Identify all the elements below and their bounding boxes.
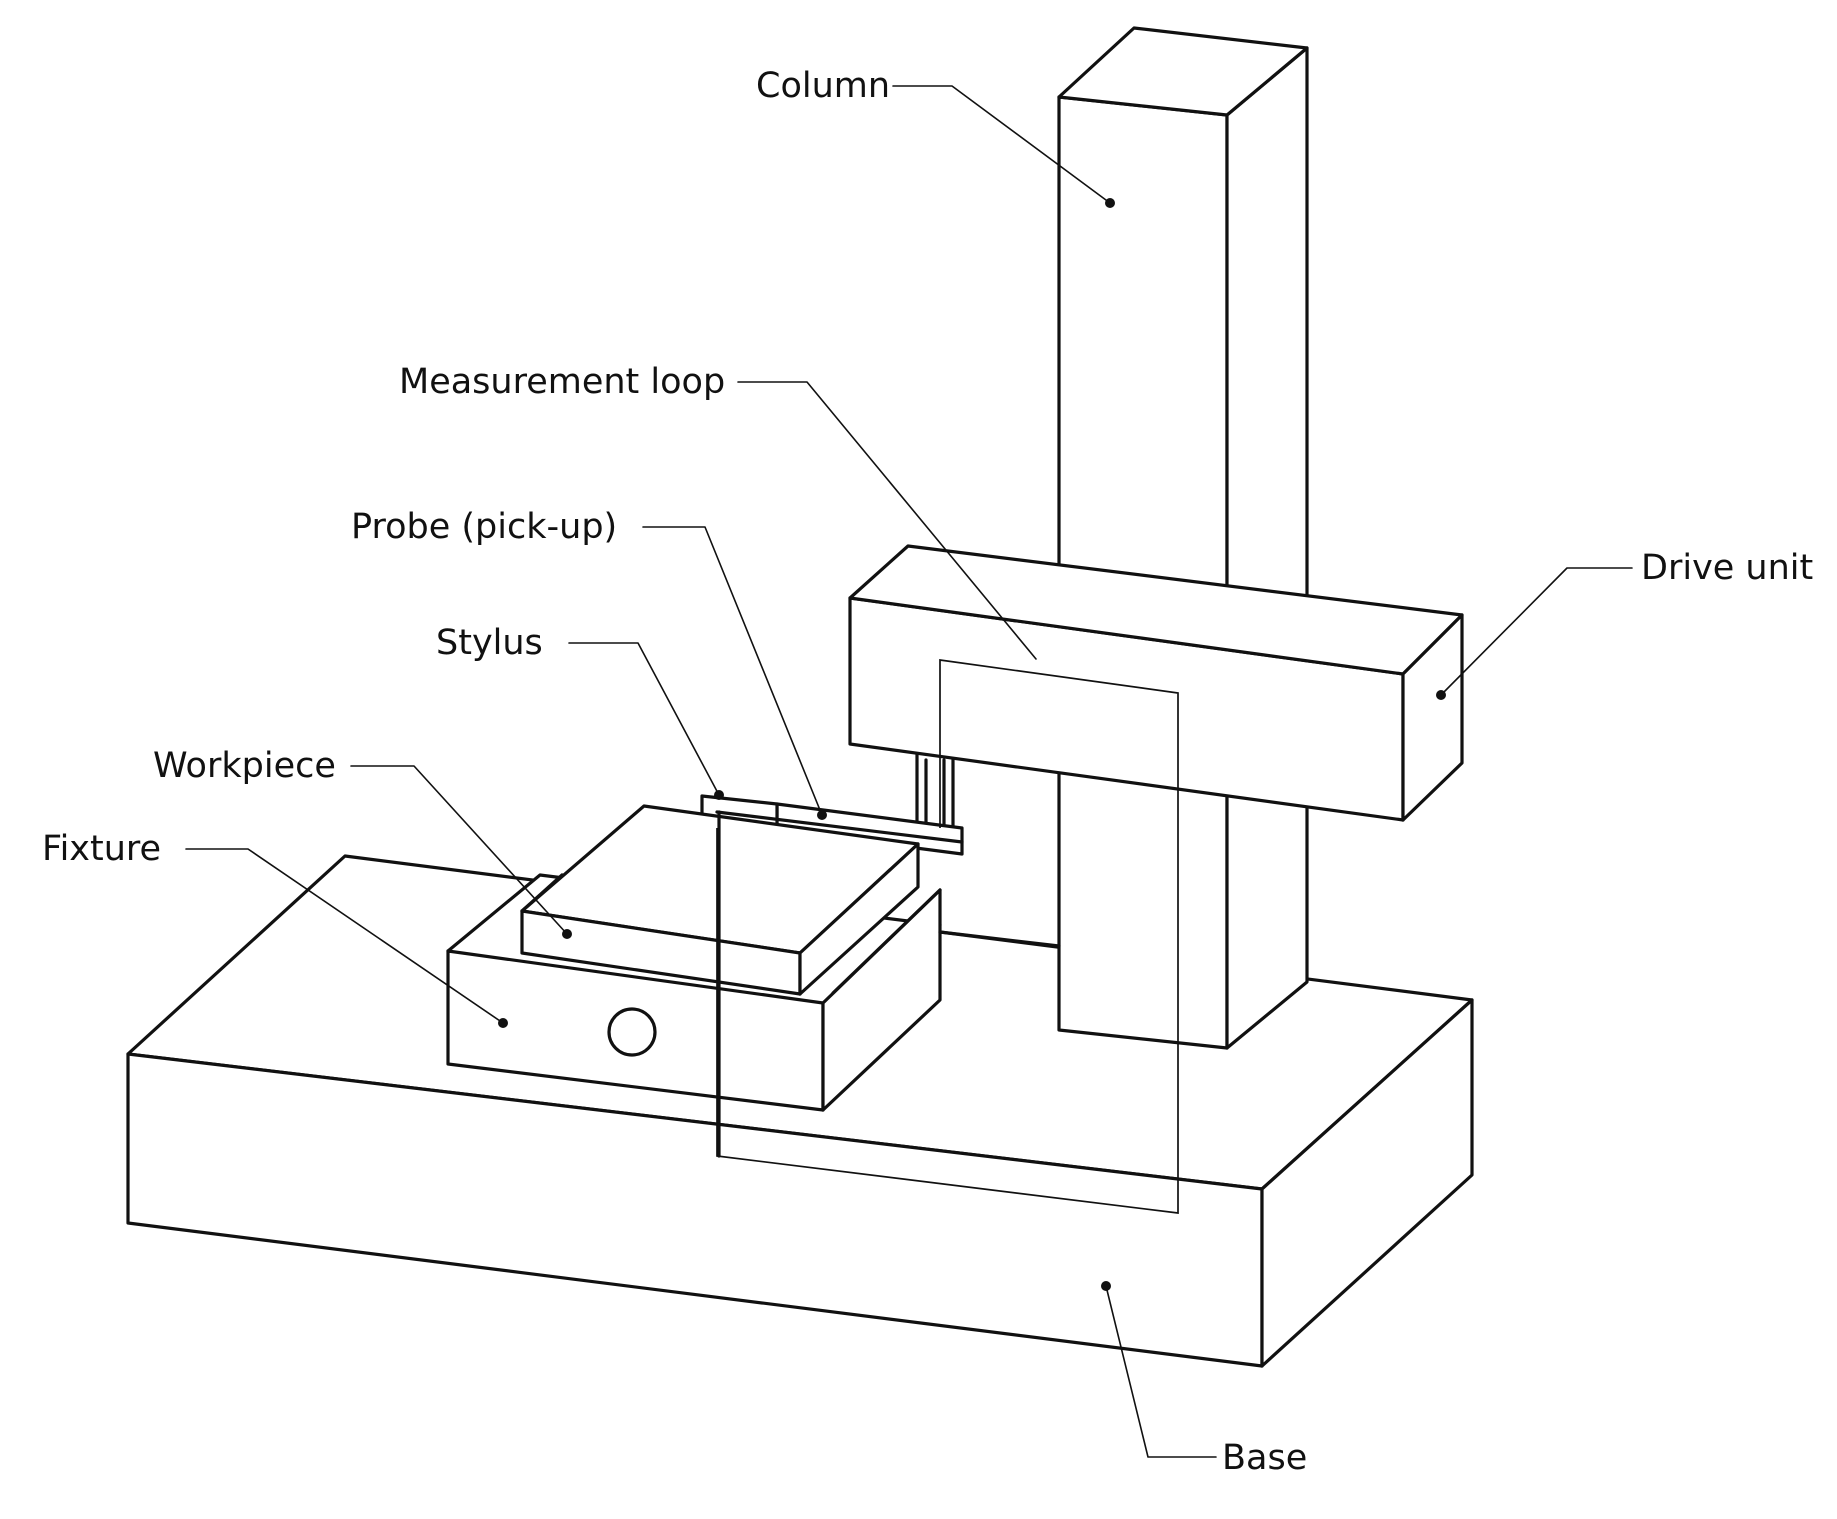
drive-unit-dot [1436,690,1446,700]
fixture-dot [498,1018,508,1028]
column-block [1057,26,1309,1050]
measurement-loop-leader [737,381,1037,660]
label-base: Base [1222,1438,1307,1478]
measurement-loop-outline [716,659,1179,1214]
label-measurement-loop: Measurement loop [399,362,725,402]
workpiece-right-face [798,842,920,996]
base-leader [1105,1285,1217,1458]
stylus-leader [568,642,720,796]
fixture-back-wall [520,873,564,913]
fixture-right-wall-edge [831,888,942,995]
stylus-dot [714,790,724,800]
label-column: Column [756,66,890,106]
measurement-loop-line [716,659,1179,1214]
column-leader [892,85,1111,204]
label-probe: Probe (pick-up) [351,507,617,547]
leader-lines [185,85,1633,1458]
drive-unit-leader [1440,567,1633,696]
probe-inner-line [715,810,964,844]
probe-leader [642,526,823,816]
probe-dot [817,810,827,820]
label-fixture: Fixture [42,829,161,869]
column-right-face [1225,46,1309,1050]
column-dot [1105,198,1115,208]
column-front-lower-edge [938,930,1061,948]
label-stylus: Stylus [436,623,543,663]
arm-vertical-post [915,748,955,832]
fixture-leader [185,848,504,1024]
column-top-face [1057,26,1309,117]
base-right-face [1260,998,1474,1368]
workpiece-dot [562,929,572,939]
labels: Column Measurement loop Probe (pick-up) … [42,66,1813,1478]
drive-unit-right-face [1401,613,1464,822]
leader-dots [498,198,1446,1291]
workpiece-leader [350,765,568,935]
drive-unit-block [848,544,1464,822]
label-drive-unit: Drive unit [1641,548,1813,588]
fixture-clamp-screw [607,1007,657,1057]
fixture-block [446,804,942,1112]
label-workpiece: Workpiece [153,746,336,786]
base-dot [1101,1281,1111,1291]
